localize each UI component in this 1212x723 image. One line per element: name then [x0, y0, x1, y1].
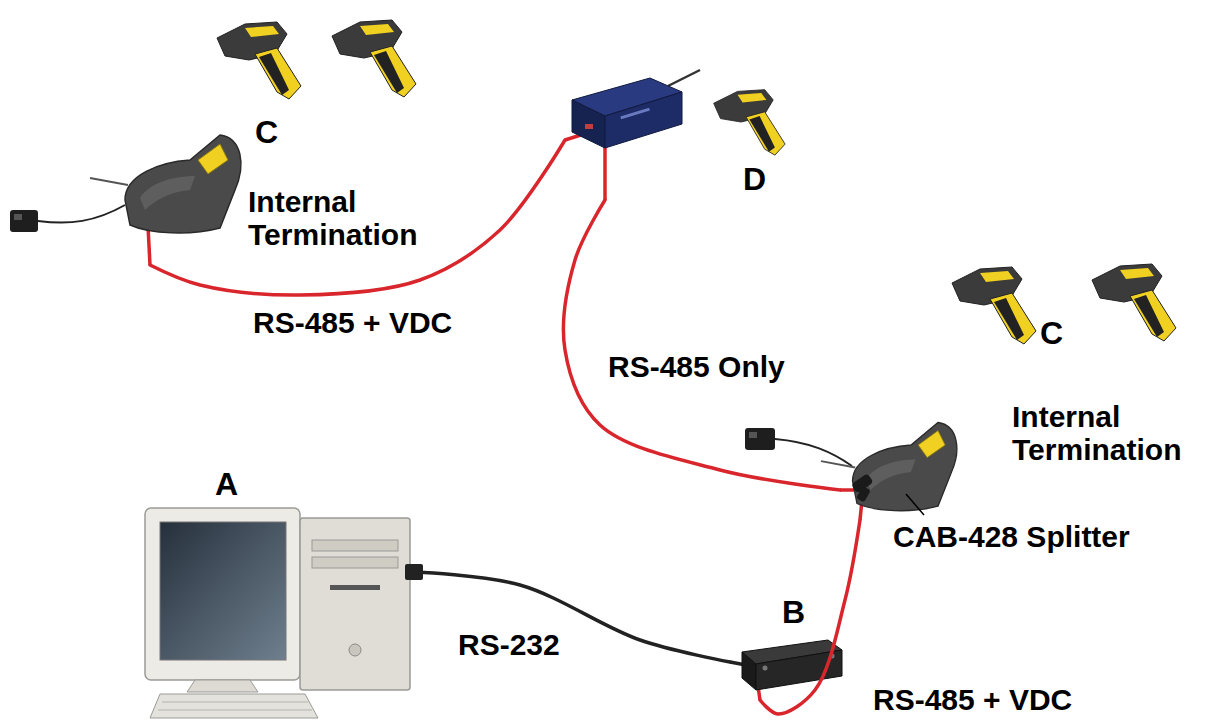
cable-label: RS-485 + VDC: [250, 306, 455, 339]
device-note: Internal Termination: [1012, 400, 1204, 466]
base-station: [572, 70, 700, 148]
monitor-screen: [160, 522, 286, 660]
cable-stub: [603, 146, 607, 200]
device-node: D: [565, 70, 805, 200]
cable: [760, 520, 860, 714]
scanner: [1092, 264, 1176, 341]
monitor-stand: [187, 680, 258, 692]
base-port: [585, 124, 593, 129]
cradle: [821, 423, 957, 511]
cable: [415, 572, 730, 662]
splitter: [851, 473, 874, 502]
device-node: C Internal Termination: [840, 262, 1208, 520]
keyboard-keys: [158, 710, 312, 711]
cable: [150, 140, 565, 295]
tower: [300, 518, 410, 690]
monitor: [145, 508, 300, 680]
cable-label: RS-485 Only: [605, 350, 788, 383]
device-letter: C: [255, 115, 278, 150]
base-logo: [620, 108, 650, 120]
drive-bay: [312, 557, 398, 568]
power-adapter-plug: [749, 432, 757, 438]
scanner: [332, 20, 416, 97]
cable-stub: [148, 226, 150, 265]
power-wire: [775, 439, 852, 466]
power-adapter-plug: [14, 214, 22, 220]
base-side: [605, 92, 682, 148]
device-node: B: [730, 595, 845, 700]
scanner: [952, 267, 1036, 344]
device-node: A: [135, 465, 415, 715]
power-button: [349, 644, 361, 656]
scanner: [217, 22, 301, 99]
computer: [145, 508, 423, 718]
power-adapter: [10, 210, 38, 232]
cradle: [90, 135, 241, 233]
device-letter: C: [1040, 316, 1063, 351]
converter-front: [742, 652, 756, 690]
device-letter: A: [215, 467, 238, 502]
base-front: [572, 100, 605, 148]
cable-label: RS-485 + VDC: [870, 683, 1075, 716]
device-letter: B: [782, 595, 805, 630]
keyboard: [150, 694, 318, 718]
drive-bay: [312, 540, 398, 551]
base-antenna: [668, 70, 700, 86]
cable: [564, 200, 840, 490]
power-adapter: [745, 428, 775, 450]
converter-screw: [763, 666, 768, 671]
device-letter: D: [743, 162, 766, 197]
splitter-body: [856, 486, 871, 503]
power-wire: [38, 205, 125, 223]
device-note: Internal Termination: [248, 185, 440, 251]
device-node: C Internal Termination: [115, 15, 445, 265]
part-label: CAB-428 Splitter: [890, 520, 1133, 553]
leader-line: [906, 494, 924, 515]
scanner: [714, 90, 785, 155]
cable-label: RS-232: [455, 628, 563, 661]
floppy-slot: [330, 585, 380, 590]
keyboard-keys: [162, 702, 308, 703]
